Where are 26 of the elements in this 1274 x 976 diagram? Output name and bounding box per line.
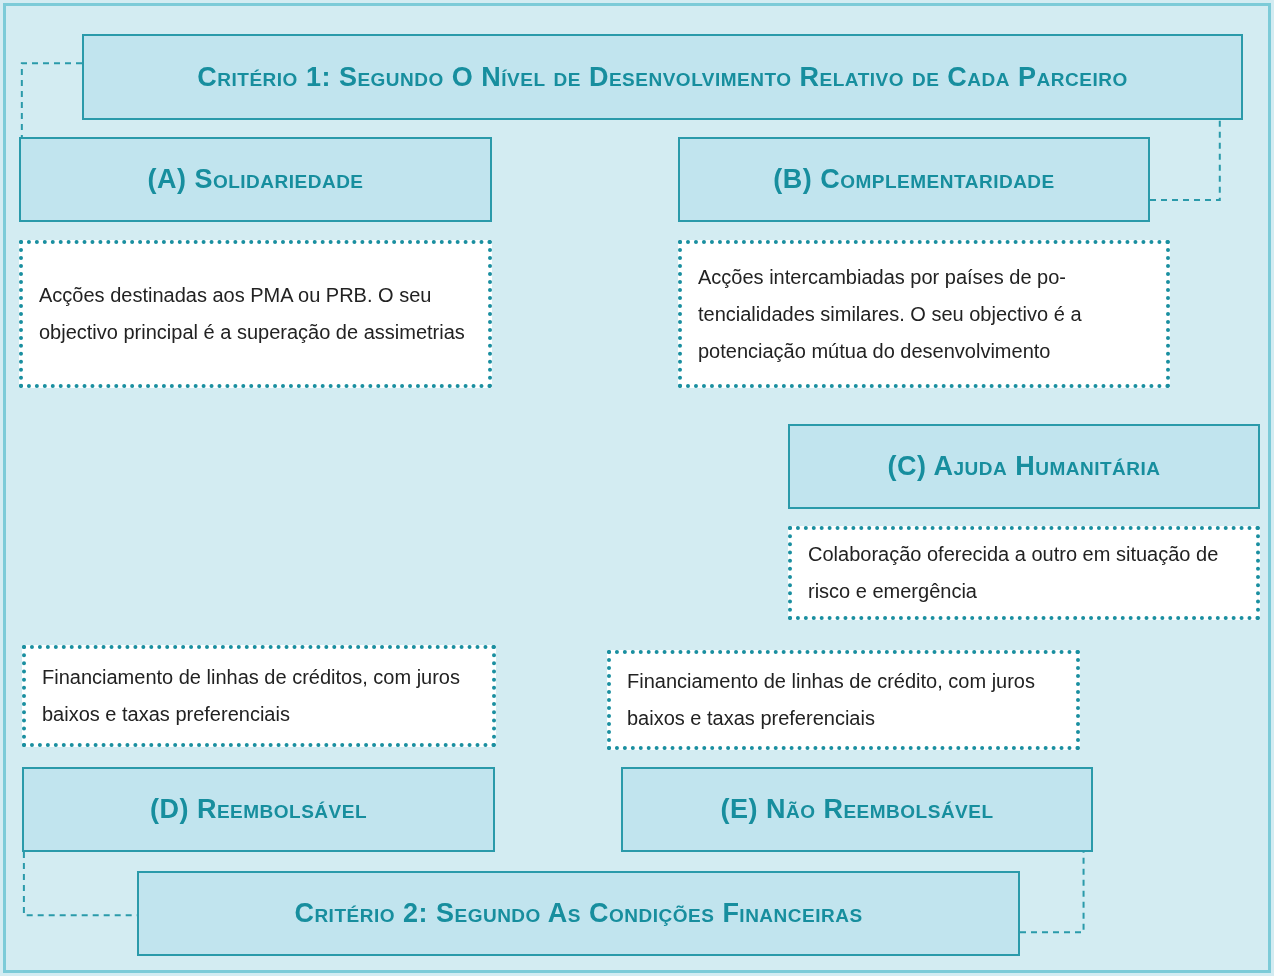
heading-box	[678, 137, 1150, 222]
heading-text: (A) Solidariedade	[147, 163, 364, 197]
heading-box	[19, 137, 492, 222]
heading-box	[621, 767, 1093, 852]
description-box	[19, 240, 492, 388]
description-text: Acções intercambiadas por países de po-tencialidades similares. O seu objectivo é a potenciação mútua do desenvolvimento	[698, 264, 1083, 364]
heading-text: (E) Não Reembolsável	[720, 793, 994, 827]
heading-text: (D) Reembolsável	[149, 793, 368, 827]
heading-box	[137, 871, 1020, 956]
heading-box	[788, 424, 1260, 509]
description-box	[678, 240, 1170, 388]
description-box	[22, 645, 496, 747]
heading-text: (B) Complementaridade	[773, 163, 1055, 197]
description-box	[788, 526, 1260, 620]
heading-box	[22, 767, 495, 852]
heading-text: (C) Ajuda Humanitária	[887, 450, 1161, 484]
heading-text: Critério 2: Segundo As Condições Financeiras	[294, 897, 863, 931]
heading-box	[82, 34, 1243, 120]
description-text: Financiamento de linhas de crédito, com juros baixos e taxas preferenciais	[627, 669, 1036, 731]
description-text: Colaboração oferecida a outro em situação de risco e emergência	[808, 542, 1220, 604]
dashed-connector	[1149, 119, 1221, 201]
heading-text: Critério 1: Segundo O Nível de Desenvolvimento Relativo de Cada Parceiro	[197, 60, 1128, 94]
description-text: Financiamento de linhas de créditos, com juros baixos e taxas preferenciais	[42, 665, 461, 727]
description-text: Acções destinadas aos PMA ou PRB. O seu objectivo principal é a superação de assimetrias	[39, 283, 466, 345]
dashed-connector	[20, 62, 83, 138]
description-box	[607, 650, 1080, 750]
